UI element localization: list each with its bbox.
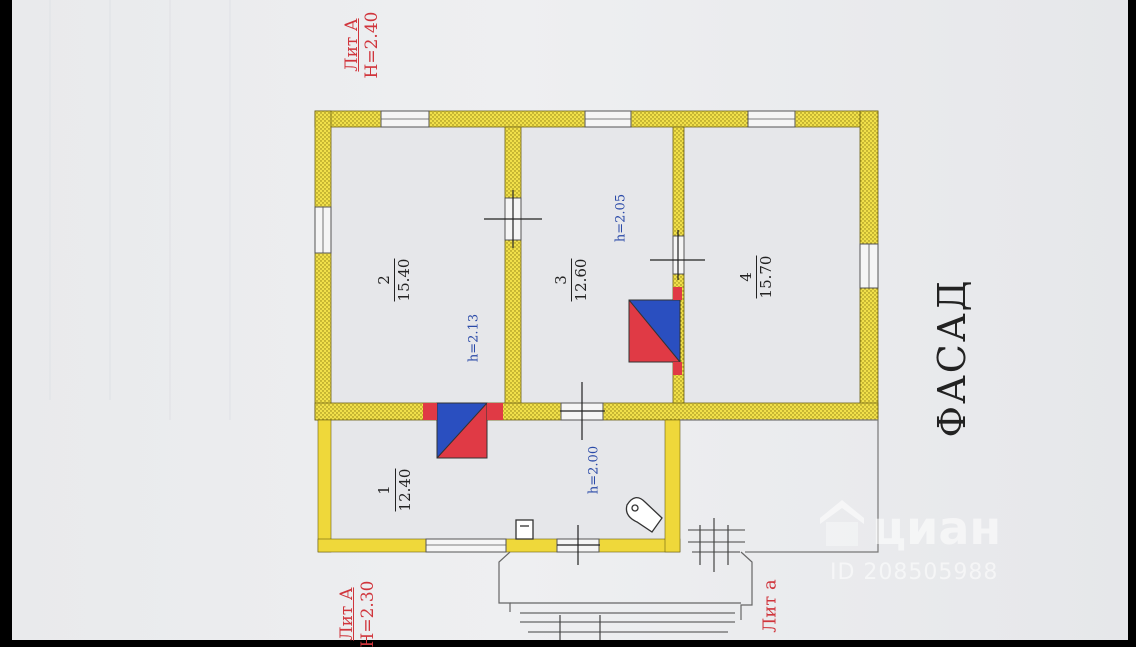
porch — [498, 529, 753, 633]
room-2-area: 15.40 — [395, 258, 413, 302]
lit-a-bottom-title: Лит А — [337, 587, 357, 641]
stove-room-3 — [628, 287, 682, 375]
room-1-area: 12.40 — [396, 468, 414, 512]
room-2-height: h=2.13 — [466, 313, 482, 363]
wall-2-3 — [504, 126, 522, 404]
room-4-number: 4 — [737, 272, 755, 282]
wall-r1-right — [664, 419, 681, 553]
room-1-floor — [331, 420, 665, 540]
toilet-icon — [625, 497, 663, 533]
room-3-number: 3 — [552, 275, 570, 285]
room-4-floor — [684, 127, 860, 403]
wall-r1-left — [317, 419, 332, 553]
wall-left — [314, 110, 332, 421]
room-1-number: 1 — [375, 485, 393, 495]
window-bottom — [425, 538, 507, 553]
lit-a-top-title: Лит А — [342, 18, 362, 72]
room-1-height: h=2.00 — [586, 445, 602, 495]
cian-logo-icon — [812, 494, 872, 554]
watermark-brand: циан — [872, 501, 1002, 555]
room-2-number: 2 — [375, 275, 393, 285]
room-4-area: 15.70 — [757, 255, 775, 299]
sink-icon — [515, 519, 534, 540]
room-3-area: 12.60 — [572, 258, 590, 302]
room-2-floor — [331, 127, 505, 403]
facade-label: ФАСАД — [930, 278, 974, 438]
lit-a-bottom-height: H=2.30 — [358, 580, 378, 647]
watermark-id: ID 208505988 — [830, 560, 999, 585]
lit-a-porch: Лит а — [759, 579, 781, 633]
lit-a-top-height: H=2.40 — [362, 11, 382, 79]
room-3-height: h=2.05 — [613, 193, 629, 243]
stove-room-1 — [423, 402, 503, 459]
